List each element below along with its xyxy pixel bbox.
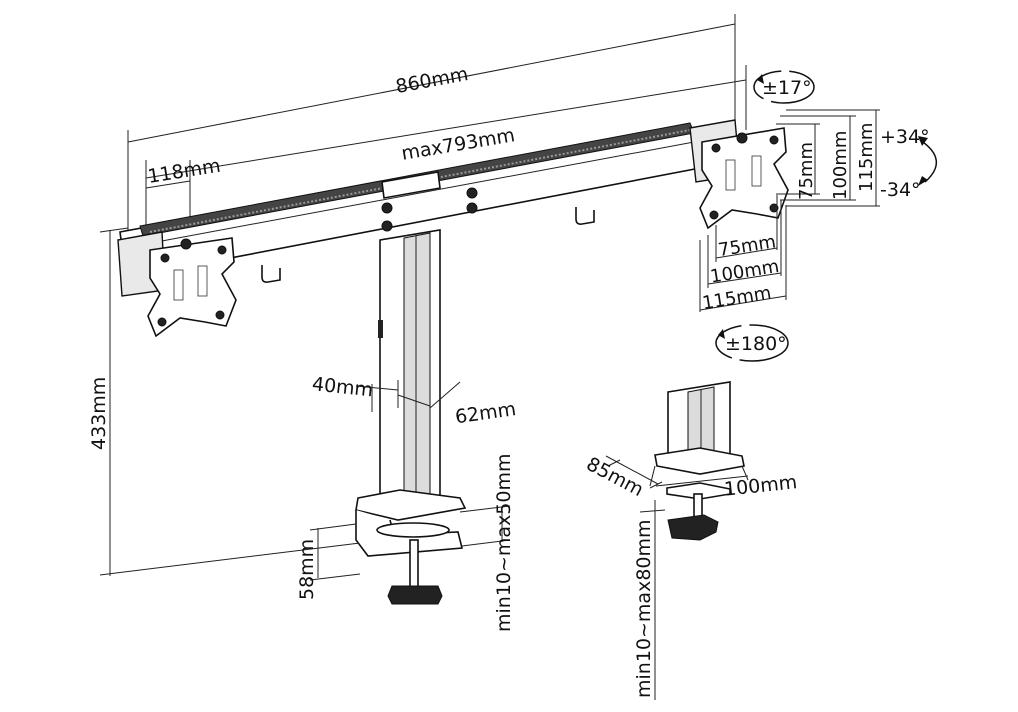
post-width-label: 62mm bbox=[454, 398, 518, 428]
clamp-dimensions bbox=[309, 505, 511, 581]
total-width-label: 860mm bbox=[394, 63, 470, 98]
c-clamp bbox=[355, 489, 467, 605]
clamp-range-label: min10~max50mm bbox=[493, 453, 515, 632]
overall-width-dimension bbox=[127, 14, 747, 245]
post-depth-label: 40mm bbox=[311, 373, 374, 401]
tilt-down-label: -34° bbox=[880, 179, 921, 201]
height-dimension bbox=[99, 227, 361, 576]
vesa-vertical-dimensions bbox=[776, 109, 880, 207]
left-vesa-plate bbox=[117, 231, 237, 338]
post-dimensions bbox=[355, 380, 461, 412]
grommet-dimensions bbox=[605, 455, 749, 700]
clamp-height-label: 58mm bbox=[296, 539, 318, 600]
rotate-icon bbox=[715, 324, 789, 362]
vertical-post bbox=[378, 229, 441, 507]
swivel-icon bbox=[753, 70, 815, 104]
swivel-label: ±17° bbox=[762, 77, 812, 99]
tilt-icon bbox=[918, 136, 937, 186]
crossbar-bolts bbox=[381, 187, 478, 232]
right-vesa-plate bbox=[689, 119, 789, 230]
grommet-range-label: min10~max80mm bbox=[633, 519, 655, 698]
vesa-v-75-label: 75mm bbox=[796, 142, 817, 200]
vesa-horizontal-dimensions bbox=[699, 195, 787, 312]
rotate-label: ±180° bbox=[725, 333, 787, 355]
grommet-width-label: 100mm bbox=[723, 471, 798, 501]
grommet-mount bbox=[654, 381, 745, 541]
vesa-v-115-label: 115mm bbox=[856, 123, 877, 192]
height-label: 433mm bbox=[88, 377, 110, 450]
vesa-v-100-label: 100mm bbox=[830, 131, 851, 200]
arm-offset-label: 118mm bbox=[146, 155, 222, 188]
tilt-up-label: +34° bbox=[880, 126, 930, 148]
